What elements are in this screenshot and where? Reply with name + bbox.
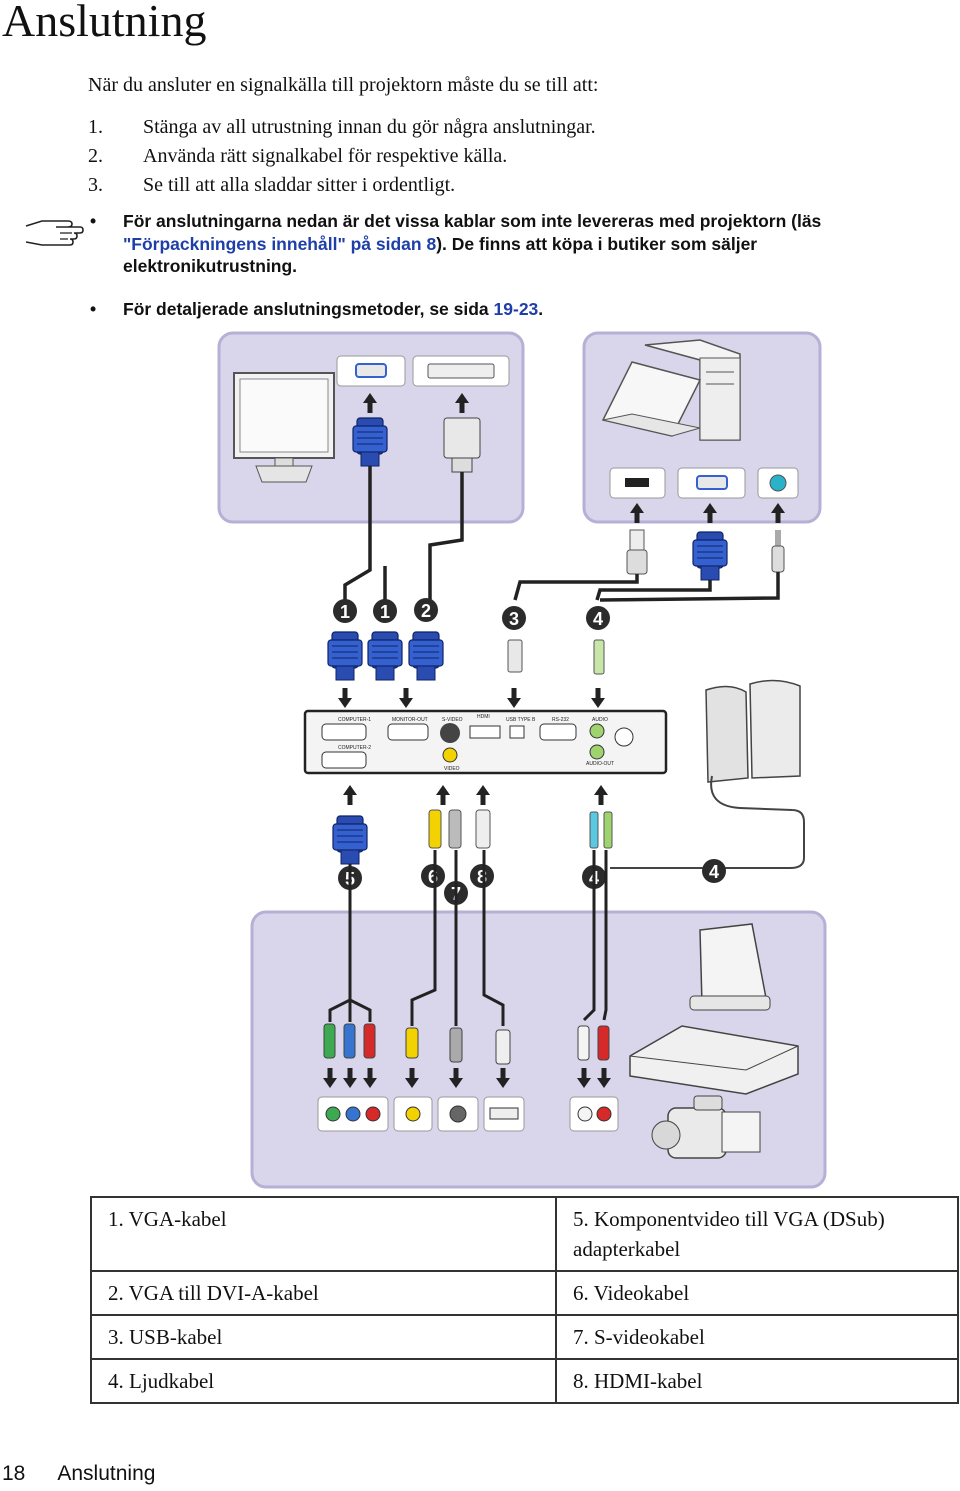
port-label: AUDIO-OUT xyxy=(586,761,614,767)
svg-text:3: 3 xyxy=(509,609,519,629)
connection-diagram: 1 1 2 3 4 COMPUTER-1 MONITOR-OUT S-VIDEO… xyxy=(217,331,827,1189)
usb-port-icon xyxy=(625,478,649,487)
cable-legend-table: 1. VGA-kabel 5. Komponentvideo till VGA … xyxy=(90,1196,959,1404)
svg-text:4: 4 xyxy=(593,609,603,629)
computer-icon xyxy=(601,339,741,441)
table-cell: 7. S-videokabel xyxy=(555,1314,959,1360)
callout-badge: 1 xyxy=(333,599,357,623)
dvi-port-icon xyxy=(427,363,495,379)
port-label: HDMI xyxy=(477,714,490,720)
usb-plug-icon xyxy=(507,639,523,673)
camcorder-icon xyxy=(651,1095,761,1159)
step-text: Se till att alla sladdar sitter i ordent… xyxy=(143,174,456,196)
audio-plug-icon xyxy=(771,530,785,573)
table-row: 1. VGA-kabel 5. Komponentvideo till VGA … xyxy=(90,1196,959,1272)
svg-text:1: 1 xyxy=(380,602,390,622)
audio-plug-icon xyxy=(593,639,605,675)
svideo-plug-icon xyxy=(448,809,462,849)
svg-text:2: 2 xyxy=(421,601,431,621)
callout-badge: 4 xyxy=(702,859,726,883)
step-item: 3. Se till att alla sladdar sitter i orde… xyxy=(88,174,596,203)
hdmi-plug-icon xyxy=(475,809,491,849)
audio-plug-icon xyxy=(603,811,613,849)
step-item: 2. Använda rätt signalkabel för respektiv… xyxy=(88,145,596,174)
video-plug-icon xyxy=(428,809,442,849)
note-text: ). De finns att köpa i butiker som sälje… xyxy=(123,233,758,277)
callout-badge: 2 xyxy=(414,598,438,622)
dvi-plug-icon xyxy=(443,417,481,473)
step-item: 1. Stänga av all utrustning innan du gör … xyxy=(88,116,596,145)
port-label: COMPUTER-2 xyxy=(338,745,371,751)
table-cell: 8. HDMI-kabel xyxy=(555,1358,959,1404)
callout-badge: 8 xyxy=(470,864,494,888)
speakers-icon xyxy=(610,679,805,869)
step-text: Stänga av all utrustning innan du gör nå… xyxy=(143,116,596,138)
page-reference-link[interactable]: "Förpackningens innehåll" på sidan xyxy=(123,233,427,254)
step-number: 1. xyxy=(88,116,103,138)
svg-text:4: 4 xyxy=(709,862,719,882)
table-row: 2. VGA till DVI-A-kabel 6. Videokabel xyxy=(90,1270,959,1316)
page-footer: 18 Anslutning xyxy=(2,1462,155,1486)
audio-port-icon xyxy=(769,474,787,492)
table-cell: 2. VGA till DVI-A-kabel xyxy=(90,1270,557,1316)
page-range-link[interactable]: 19-23 xyxy=(493,298,539,319)
table-row: 4. Ljudkabel 8. HDMI-kabel xyxy=(90,1358,959,1404)
callout-badge: 3 xyxy=(502,606,526,630)
svg-text:1: 1 xyxy=(340,602,350,622)
port-label: S-VIDEO xyxy=(442,717,463,723)
pointing-hand-icon xyxy=(25,220,84,246)
vga-port-icon xyxy=(355,363,387,378)
port-label: MONITOR-OUT xyxy=(392,717,428,723)
port-label: AUDIO xyxy=(592,717,608,723)
callout-badge: 4 xyxy=(586,606,610,630)
step-number: 3. xyxy=(88,174,103,196)
page-number-link[interactable]: 8 xyxy=(426,233,437,254)
note-item: • För detaljerade anslutningsmetoder, se… xyxy=(90,298,930,321)
projector-panel: COMPUTER-1 MONITOR-OUT S-VIDEO HDMI USB … xyxy=(303,709,668,775)
bullet-dot: • xyxy=(90,211,97,231)
table-cell: 1. VGA-kabel xyxy=(90,1196,557,1272)
note-text: För detaljerade anslutningsmetoder, se s… xyxy=(123,298,494,319)
step-number: 2. xyxy=(88,145,103,167)
usb-plug-icon xyxy=(626,529,648,575)
svg-text:6: 6 xyxy=(428,867,438,887)
step-list: 1. Stänga av all utrustning innan du gör … xyxy=(88,116,596,203)
notes: • För anslutningarna nedan är det vissa … xyxy=(90,210,930,340)
table-cell: 4. Ljudkabel xyxy=(90,1358,557,1404)
note-text: För anslutningarna nedan är det vissa ka… xyxy=(123,211,822,231)
callout-badge: 6 xyxy=(421,864,445,888)
table-cell: 6. Videokabel xyxy=(555,1270,959,1316)
note-item: • För anslutningarna nedan är det vissa … xyxy=(90,210,930,278)
step-text: Använda rätt signalkabel för respektive … xyxy=(143,145,508,167)
dvd-player-icon xyxy=(629,1025,799,1095)
bullet-dot: • xyxy=(90,298,97,319)
footer-section: Anslutning xyxy=(57,1462,156,1485)
table-cell: 5. Komponentvideo till VGA (DSub) adapte… xyxy=(555,1196,959,1272)
table-cell: 3. USB-kabel xyxy=(90,1314,557,1360)
page-number: 18 xyxy=(2,1462,26,1485)
monitor-icon xyxy=(233,372,335,483)
svg-text:8: 8 xyxy=(477,867,487,887)
note-text: . xyxy=(538,298,544,319)
port-label: VIDEO xyxy=(444,766,460,772)
port-label: USB TYPE B xyxy=(506,717,536,723)
vga-port-icon xyxy=(696,475,728,490)
callout-badge: 1 xyxy=(373,599,397,623)
table-row: 3. USB-kabel 7. S-videokabel xyxy=(90,1314,959,1360)
port-label: COMPUTER-1 xyxy=(338,717,371,723)
intro-text: När du ansluter en signalkälla till proj… xyxy=(88,74,599,96)
port-label: RS-232 xyxy=(552,717,569,723)
audio-plug-icon xyxy=(589,811,599,849)
page-title: Anslutning xyxy=(2,0,207,46)
dock-player-icon xyxy=(689,923,771,1011)
